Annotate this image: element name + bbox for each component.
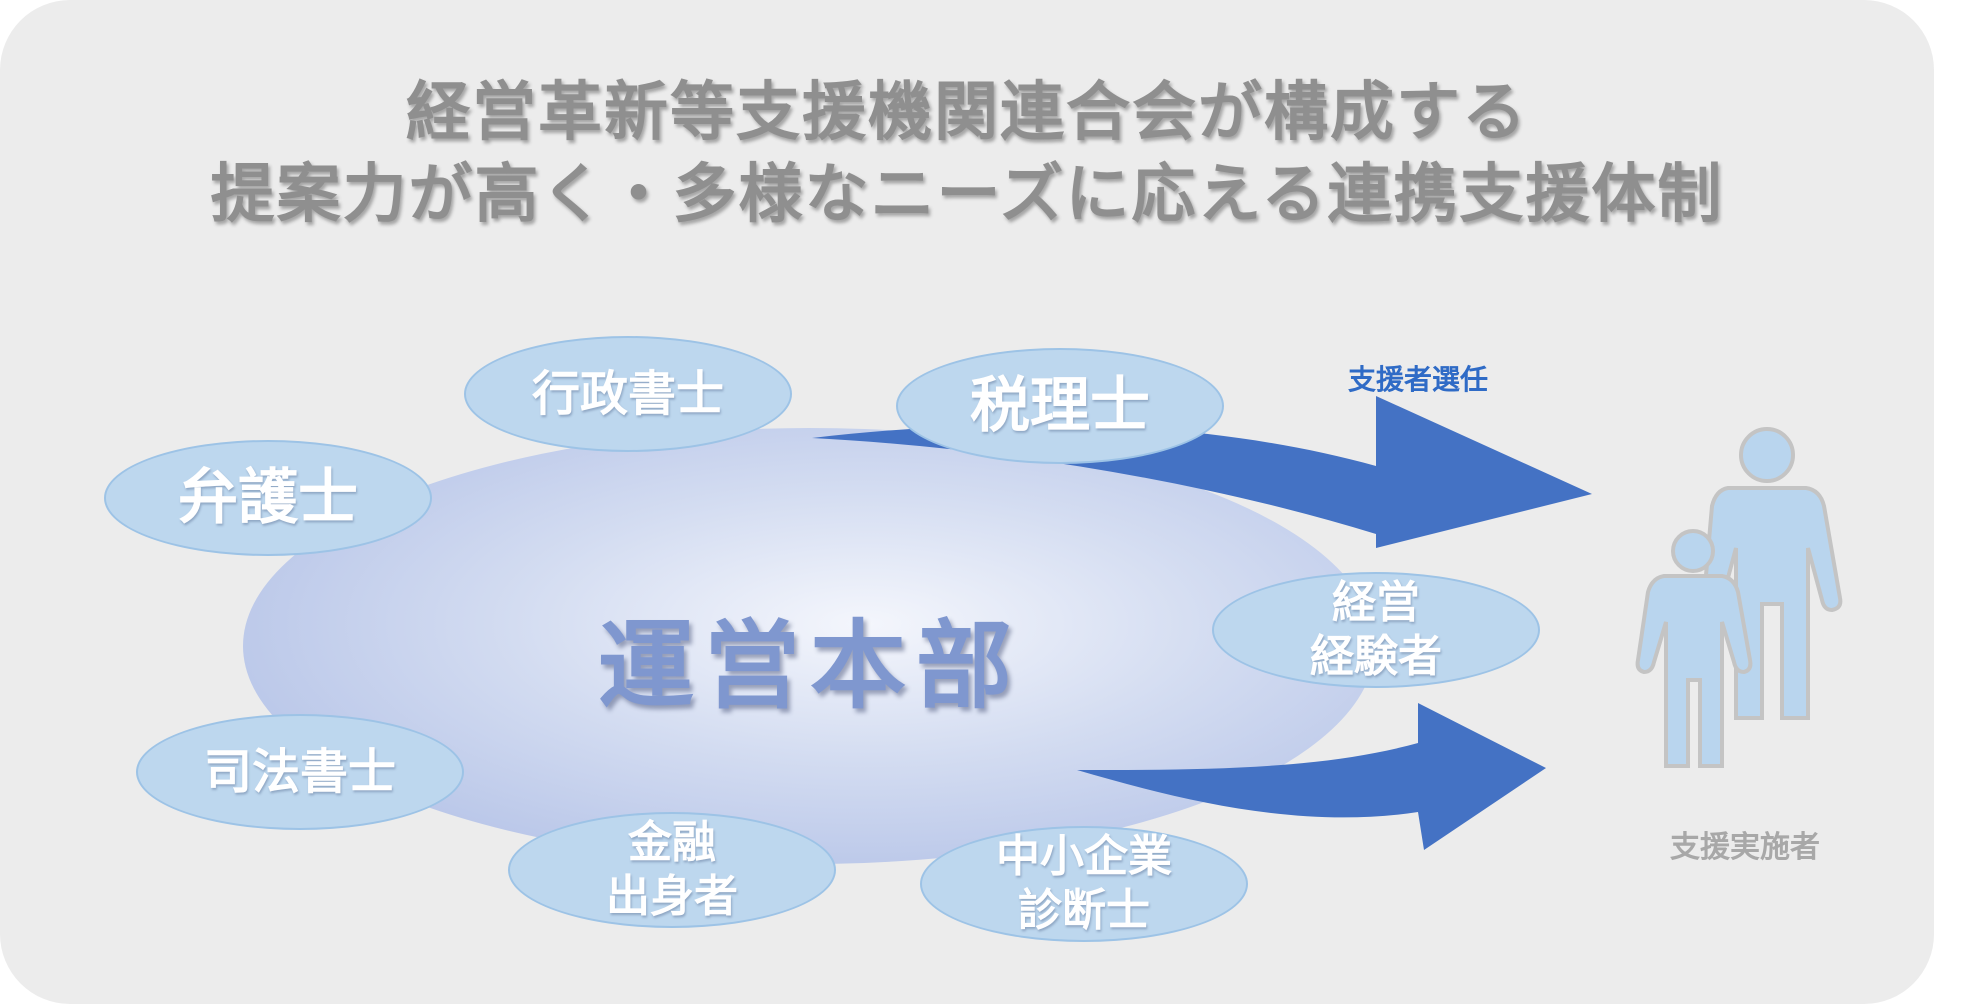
- support-provider-label: 支援実施者: [1670, 830, 1820, 865]
- title-line-1: 経営革新等支援機関連合会が構成する: [406, 76, 1528, 150]
- child-person-icon: [1635, 529, 1753, 768]
- lower-arrow: [1077, 703, 1546, 850]
- adult-person-icon: [1701, 427, 1843, 720]
- support-selection-label: 支援者選任: [1348, 363, 1489, 396]
- node-sme-consultant: 中小企業 診断士: [920, 826, 1248, 942]
- node-administrative-scrivener: 行政書士: [464, 336, 792, 452]
- diagram-title: 経営革新等支援機関連合会が構成する 提案力が高く・多様なニーズに応える連携支援体…: [0, 72, 1934, 236]
- node-tax-accountant: 税理士: [896, 348, 1224, 464]
- diagram-panel: 経営革新等支援機関連合会が構成する 提案力が高く・多様なニーズに応える連携支援体…: [0, 0, 1934, 1004]
- title-line-2: 提案力が高く・多様なニーズに応える連携支援体制: [210, 158, 1724, 232]
- node-judicial-scrivener: 司法書士: [136, 714, 464, 830]
- node-finance-background: 金融 出身者: [508, 812, 836, 928]
- headquarters-label: 運営本部: [598, 610, 1022, 722]
- node-management-experienced: 経営 経験者: [1212, 572, 1540, 688]
- node-lawyer: 弁護士: [104, 440, 432, 556]
